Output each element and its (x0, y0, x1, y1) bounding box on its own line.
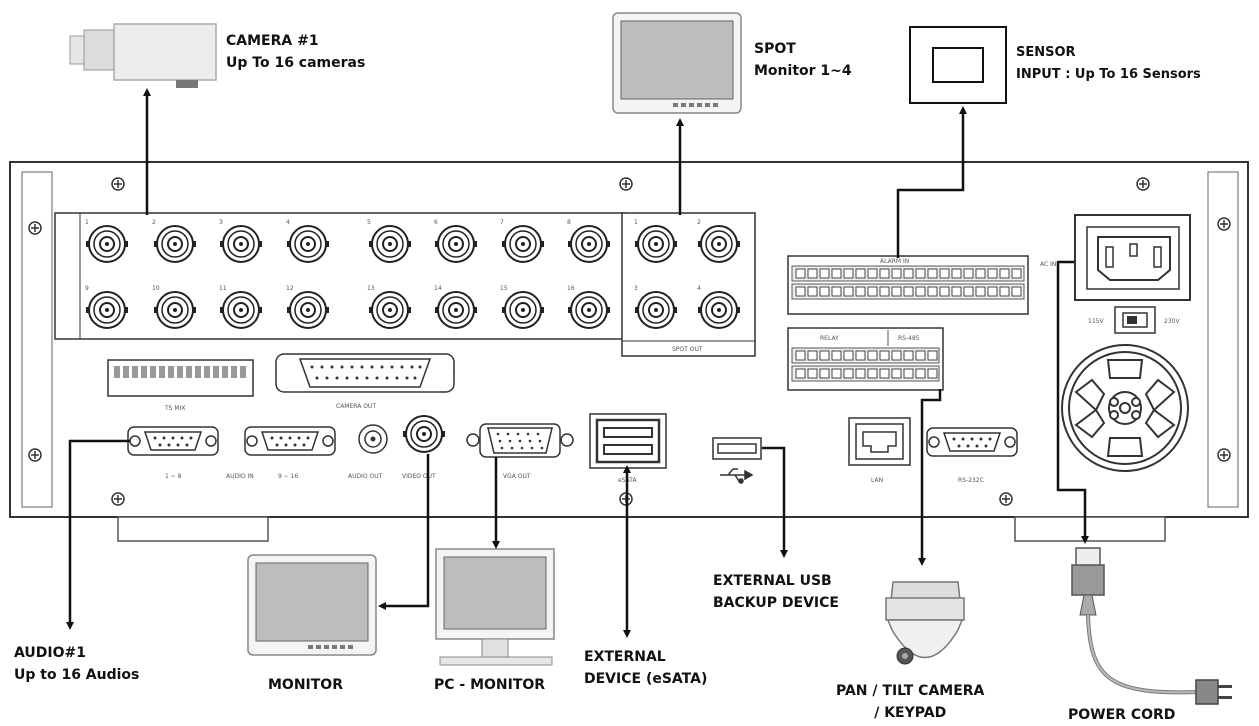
rs232-port[interactable] (926, 427, 1018, 457)
spot-number-3: 3 (634, 285, 638, 292)
spot-out-block: 1 2 3 4 SPOT OUT (621, 212, 756, 357)
rs232-label: RS-232C (958, 477, 984, 484)
svg-text:10: 10 (152, 285, 160, 292)
usb-callout-title: EXTERNAL USB (713, 573, 832, 589)
audio-callout-title: AUDIO#1 (14, 645, 86, 661)
power-callout-title: POWER CORD (1068, 707, 1176, 723)
audio-in-9-16-label: 9 ~ 16 (278, 473, 298, 480)
spot-monitor-illustration (612, 12, 742, 114)
esata-callout: EXTERNAL DEVICE (eSATA) (584, 646, 707, 690)
spot-number-1: 1 (634, 219, 638, 226)
spot-number-2: 2 (697, 219, 701, 226)
audio-line (66, 439, 130, 630)
svg-text:13: 13 (367, 285, 375, 292)
ptz-callout-title: PAN / TILT CAMERA (836, 683, 985, 699)
esata-callout-sub: DEVICE (eSATA) (584, 671, 708, 687)
ts-mix-connector[interactable]: TS MIX (107, 359, 254, 412)
svg-text:14: 14 (434, 285, 442, 292)
audio-in-1-8-label: 1 ~ 8 (165, 473, 182, 480)
connection-lines (66, 88, 1089, 638)
camera-callout: CAMERA #1 Up To 16 cameras (226, 30, 365, 74)
sensor-line (896, 106, 967, 258)
spot-callout-sub: Monitor 1~4 (754, 63, 852, 79)
audio-callout-sub: Up to 16 Audios (14, 667, 140, 683)
pc-monitor-callout-title: PC - MONITOR (434, 677, 546, 693)
sensor-callout-sub: INPUT : Up To 16 Sensors (1016, 67, 1201, 82)
monitor-illustration (247, 554, 377, 656)
power-cord-illustration (1071, 547, 1232, 705)
ac-inlet[interactable] (1074, 214, 1191, 301)
monitor-callout: MONITOR (268, 674, 343, 696)
video-out-label: VIDEO OUT (402, 473, 436, 480)
svg-text:9: 9 (85, 285, 89, 292)
sensor-illustration (909, 26, 1007, 104)
pc-monitor-callout: PC - MONITOR (434, 674, 545, 696)
camera-out-db25[interactable]: CAMERA OUT (275, 353, 455, 410)
voltage-230-label: 230V (1164, 318, 1180, 325)
sensor-callout: SENSOR INPUT : Up To 16 Sensors (1016, 42, 1201, 86)
spot-callout-title: SPOT (754, 41, 796, 57)
relay-label: RELAY (820, 335, 839, 342)
svg-text:7: 7 (500, 219, 504, 226)
alarm-in-terminal[interactable]: ALARM IN (787, 255, 1029, 315)
lan-port[interactable] (848, 417, 911, 466)
ts-mix-label: TS MIX (164, 405, 185, 412)
usb-port[interactable] (712, 437, 762, 484)
svg-text:12: 12 (286, 285, 294, 292)
svg-text:5: 5 (367, 219, 371, 226)
spot-out-label: SPOT OUT (672, 346, 703, 353)
usb-callout: EXTERNAL USB BACKUP DEVICE (713, 570, 839, 614)
usb-callout-sub: BACKUP DEVICE (713, 595, 839, 611)
svg-text:16: 16 (567, 285, 575, 292)
alarm-in-label: ALARM IN (880, 258, 909, 265)
pc-monitor-illustration (435, 548, 555, 666)
camera-input-block: 1 2 3 4 5 6 7 8 9 10 11 12 13 14 15 16 (54, 212, 626, 340)
relay-rs485-terminal[interactable]: RELAY RS-485 (787, 327, 944, 391)
svg-text:8: 8 (567, 219, 571, 226)
vga-out-port[interactable] (466, 423, 574, 458)
usb-line (762, 446, 788, 558)
svg-text:6: 6 (434, 219, 438, 226)
camera-input-numbers: 1 2 3 4 5 6 7 8 9 10 11 12 13 14 15 16 (85, 219, 575, 292)
spot-callout: SPOT Monitor 1~4 (754, 38, 852, 82)
ptz-camera-illustration (885, 581, 965, 665)
power-callout: POWER CORD (1068, 704, 1175, 726)
audio-out-label: AUDIO OUT (348, 473, 383, 480)
ptz-callout: PAN / TILT CAMERA / KEYPAD (836, 680, 984, 724)
sensor-callout-title: SENSOR (1016, 45, 1076, 60)
svg-text:2: 2 (152, 219, 156, 226)
spot-number-4: 4 (697, 285, 701, 292)
power-line (1056, 260, 1089, 544)
voltage-switch[interactable] (1114, 306, 1156, 334)
svg-text:15: 15 (500, 285, 508, 292)
lan-label: LAN (871, 477, 883, 484)
audio-in-label: AUDIO IN (226, 473, 254, 480)
svg-text:1: 1 (85, 219, 89, 226)
voltage-115-label: 115V (1088, 318, 1104, 325)
svg-text:4: 4 (286, 219, 290, 226)
esata-callout-title: EXTERNAL (584, 649, 666, 665)
monitor-line (378, 454, 430, 610)
ptz-callout-sub: / KEYPAD (874, 705, 947, 721)
vga-out-label: VGA OUT (503, 473, 531, 480)
camera-callout-sub: Up To 16 cameras (226, 55, 366, 71)
esata-port[interactable] (589, 413, 667, 469)
svg-text:3: 3 (219, 219, 223, 226)
usb-icon (720, 468, 754, 484)
cooling-fan (1061, 344, 1189, 472)
monitor-callout-title: MONITOR (268, 677, 343, 693)
camera-out-label: CAMERA OUT (336, 403, 376, 410)
camera-illustration (69, 23, 217, 88)
svg-text:11: 11 (219, 285, 227, 292)
ptz-line (918, 389, 942, 566)
audio-out-rca[interactable] (358, 424, 388, 454)
camera-callout-title: CAMERA #1 (226, 33, 319, 49)
audio-callout: AUDIO#1 Up to 16 Audios (14, 642, 139, 686)
ac-in-label: AC IN (1040, 261, 1056, 268)
rs485-label: RS-485 (898, 335, 920, 342)
